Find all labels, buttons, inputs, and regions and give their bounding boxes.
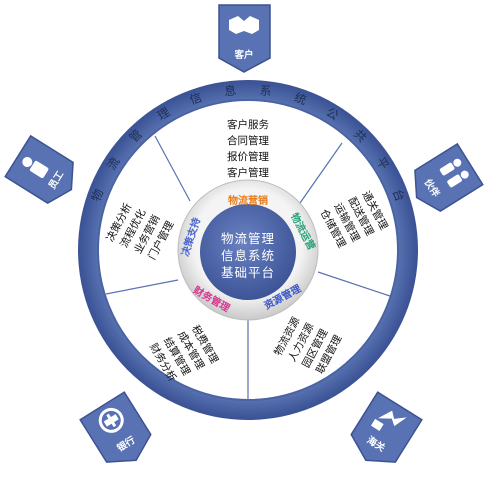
- badge-customer[interactable]: 客户: [218, 4, 271, 73]
- badge-staff[interactable]: 员工: [4, 134, 84, 210]
- segment-top: 客户服务 合同管理 报价管理 客户管理: [227, 118, 269, 179]
- partners-icon: [439, 158, 469, 188]
- badge-bank[interactable]: 银行: [79, 391, 158, 474]
- ring-title-char: 统: [292, 90, 308, 107]
- ring-title-char: 息: [223, 82, 237, 98]
- ring-title-char: 物: [89, 187, 106, 203]
- segment-top-item: 客户服务: [227, 118, 269, 131]
- badge-customer-label: 客户: [233, 49, 253, 61]
- module-marketing: 物流营销: [228, 194, 268, 207]
- customs-icon: [370, 410, 407, 431]
- core-line-3: 基础平台: [221, 265, 275, 280]
- badge-customs[interactable]: 海关: [344, 391, 423, 474]
- segment-top-item: 报价管理: [227, 150, 269, 163]
- ring-title-char: 信: [188, 90, 204, 107]
- bank-icon: [98, 407, 124, 433]
- core-circle: [200, 204, 296, 300]
- segment-top-item: 客户管理: [227, 166, 269, 179]
- segment-dividers: [105, 135, 391, 400]
- ring-title-char: 台: [390, 187, 408, 203]
- core-line-1: 物流管理: [221, 231, 275, 246]
- segment-top-item: 合同管理: [227, 134, 269, 147]
- ring-title: 物流管理信息系统公共平台: [89, 82, 408, 203]
- person-icon: [22, 157, 49, 179]
- ring-title-char: 系: [259, 83, 273, 98]
- badge-partner[interactable]: 伙伴: [404, 142, 484, 218]
- core-line-2: 信息系统: [221, 248, 275, 263]
- handshake-icon: [229, 16, 259, 34]
